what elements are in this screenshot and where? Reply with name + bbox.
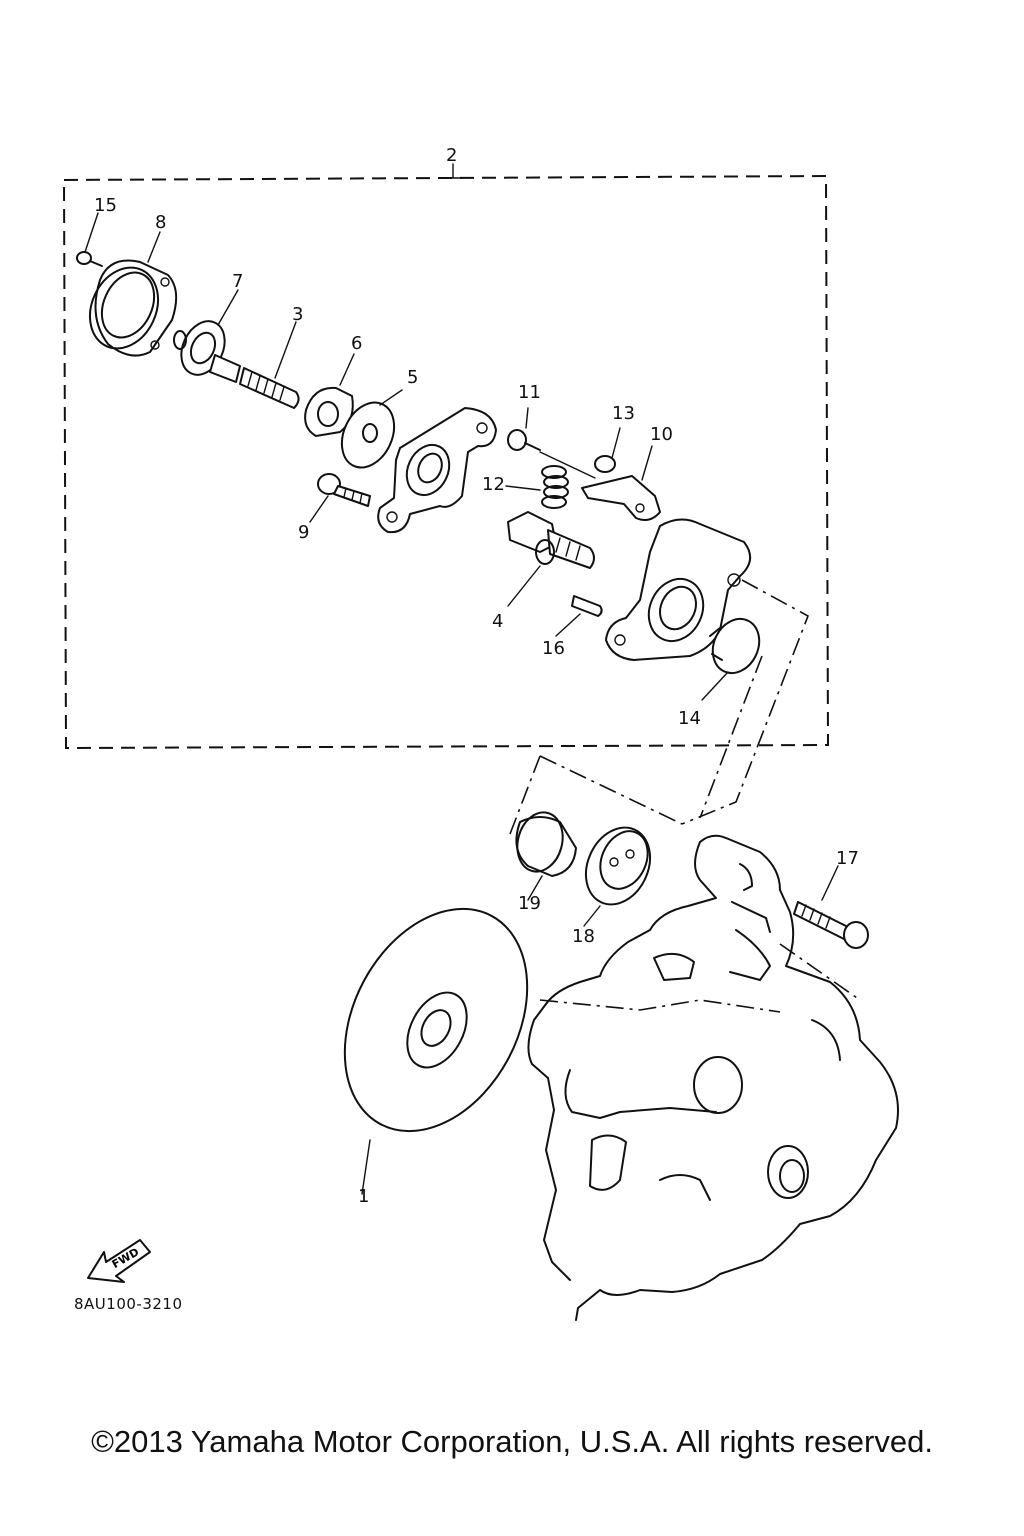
callout-6: 6 [351, 333, 362, 354]
part-14-plug[interactable] [701, 611, 768, 701]
part-7-shaft[interactable] [173, 289, 241, 383]
part-3-threaded-pin[interactable] [239, 321, 300, 409]
callout-5: 5 [407, 367, 418, 388]
part-12-spring[interactable] [505, 465, 569, 509]
callout-9: 9 [298, 522, 309, 543]
callout-14: 14 [678, 708, 701, 729]
callout-1: 1 [358, 1186, 369, 1207]
callout-2: 2 [446, 145, 457, 166]
part-10-bracket[interactable] [581, 445, 661, 521]
catalog-code: 8AU100-3210 [74, 1295, 183, 1313]
part-15-bolt[interactable] [76, 212, 103, 267]
main-housing [605, 518, 751, 661]
part-11-bolt[interactable] [507, 407, 596, 479]
part-16-pin[interactable] [555, 595, 603, 637]
assembly-boundary [62, 163, 830, 750]
callout-3: 3 [292, 304, 303, 325]
callout-15: 15 [94, 195, 117, 216]
callout-8: 8 [155, 212, 166, 233]
part-9-bolt[interactable] [309, 473, 371, 523]
engine-block [527, 834, 899, 1321]
housing-flange [377, 407, 497, 534]
part-13-screw[interactable] [594, 427, 621, 473]
part-19-cap[interactable] [511, 807, 577, 901]
assembly-leader-lines [509, 579, 809, 835]
copyright-notice: ©2013 Yamaha Motor Corporation, U.S.A. A… [91, 1424, 933, 1459]
callout-labels: 2 15 8 7 3 6 5 11 13 10 12 9 4 16 14 17 … [94, 145, 859, 1207]
callout-7: 7 [232, 271, 243, 292]
callout-13: 13 [612, 403, 635, 424]
callout-4: 4 [492, 611, 503, 632]
callout-16: 16 [542, 638, 565, 659]
callout-18: 18 [572, 926, 595, 947]
part-18-seal[interactable] [574, 817, 662, 927]
callout-19: 19 [518, 893, 541, 914]
part-4-lever-shaft[interactable] [507, 511, 595, 607]
callout-10: 10 [650, 424, 673, 445]
part-17-bolt[interactable] [793, 865, 869, 949]
callout-11: 11 [518, 382, 541, 403]
part-8-cover[interactable] [77, 231, 178, 360]
fwd-arrow-icon: FWD [87, 1239, 151, 1283]
part-1-disc[interactable] [308, 877, 564, 1195]
callout-12: 12 [482, 474, 505, 495]
part-5-washer[interactable] [332, 389, 404, 476]
callout-17: 17 [836, 848, 859, 869]
